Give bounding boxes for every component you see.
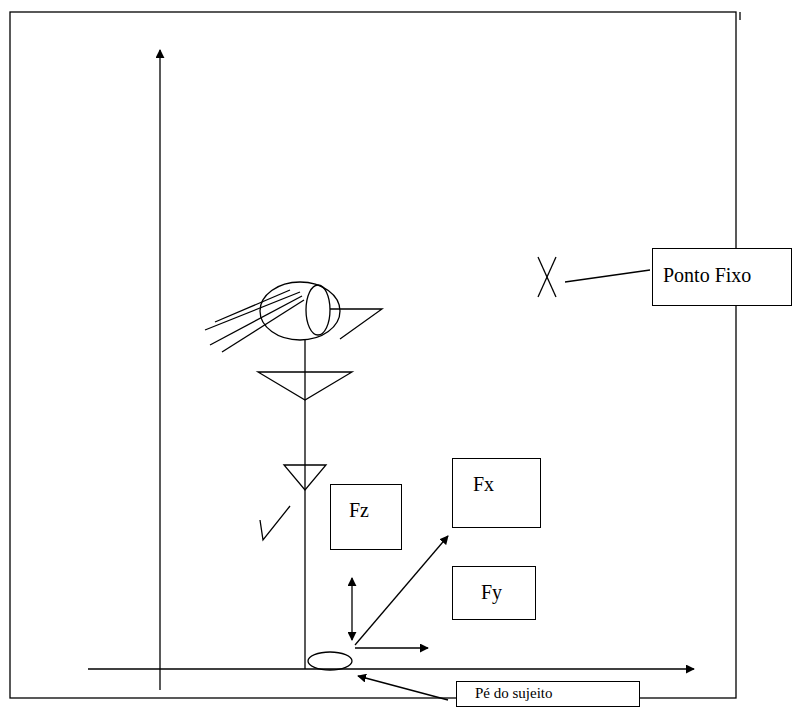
box-label: Fx [473,473,520,496]
fixed-point-mark [538,257,556,297]
leader-line [565,270,650,282]
body-line [304,340,305,669]
eye [306,285,330,335]
horizontal-axis [88,668,694,669]
box-label: Ponto Fixo [663,264,781,287]
force-label-box: Fy [452,566,536,620]
hips-triangle [284,465,326,490]
box-label: Pé do sujeito [475,685,621,702]
force-label-box: Fz [330,484,402,550]
force-label-box: Fx [452,458,541,528]
hair-line [215,290,290,322]
shoulders-triangle [258,372,352,400]
frame-tick [739,12,740,20]
fixed-point-mark [538,257,556,297]
hair-line [222,300,304,352]
leg-zigzag [260,506,290,540]
leader-arrow [358,676,448,700]
callout-box: Pé do sujeito [456,681,640,707]
foot [308,652,352,670]
hair-line [210,296,302,345]
callout-box: Ponto Fixo [652,248,792,306]
outer-frame [10,12,736,698]
vertical-axis [159,50,160,690]
nose [330,309,382,339]
force-y-arrow [355,647,428,648]
box-label: Fy [481,581,507,604]
head [260,282,340,340]
box-label: Fz [349,499,383,522]
force-x-arrow [355,536,448,645]
force-z-arrow [351,578,352,640]
